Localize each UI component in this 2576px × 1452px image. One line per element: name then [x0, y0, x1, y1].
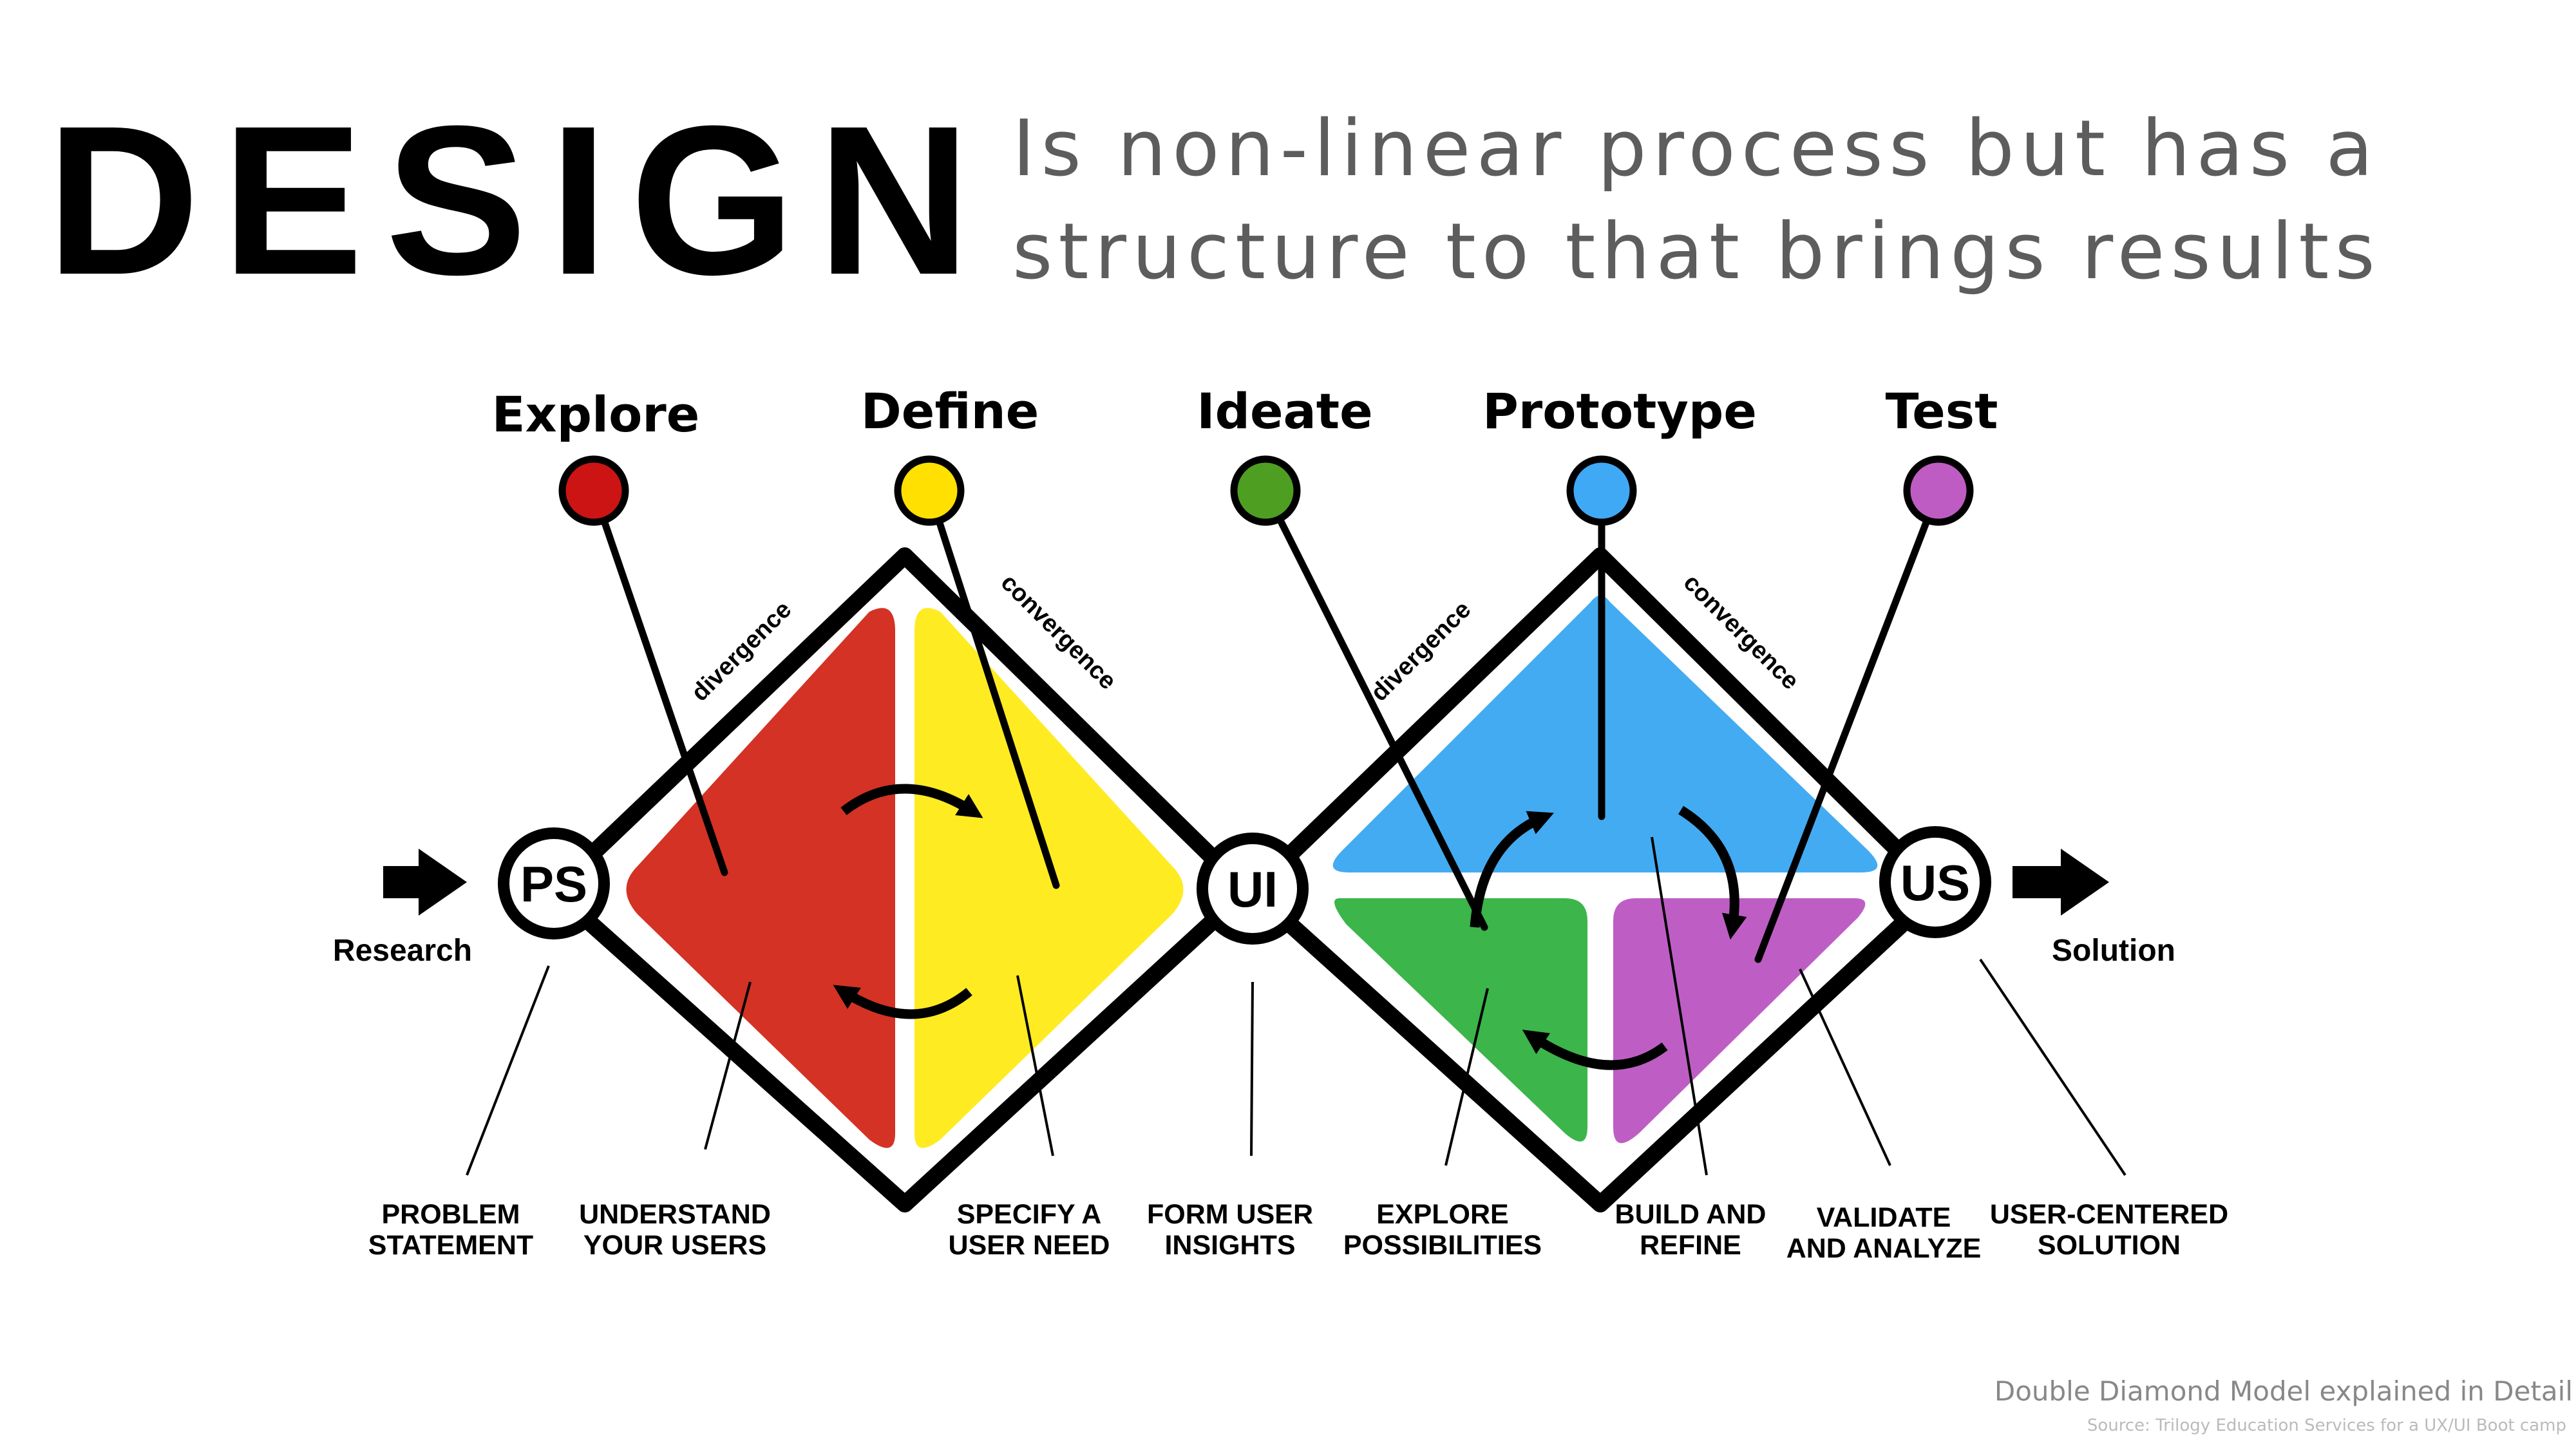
node-ps: PS [498, 827, 610, 939]
node-ps-label: PS [520, 856, 587, 912]
diamond-1-red-half [626, 608, 895, 1148]
phase-label-ideate: Ideate [1197, 382, 1372, 440]
flow-start-label: Research [333, 934, 472, 968]
node-ui-label: UI [1227, 861, 1278, 918]
diamond-1-outline [545, 547, 1255, 1212]
page-subtitle-line-2: structure to that brings results [1012, 207, 2381, 297]
phase-label-test: Test [1886, 382, 1998, 440]
flow-end-label: Solution [2052, 934, 2175, 968]
phase-dot-ideate [1230, 455, 1301, 526]
cycle-arrow-down-icon [1678, 806, 1747, 940]
phase-dots [558, 455, 1974, 526]
diamond-2-purple-section [1613, 898, 1866, 1144]
cycle-arrow-right-icon [840, 784, 983, 818]
phase-label-explore: Explore [492, 386, 700, 443]
phase-dot-prototype [1566, 455, 1637, 526]
phase-pointer-lines [590, 487, 1942, 963]
leader-lines [466, 836, 2126, 1176]
phase-dot-explore [558, 455, 629, 526]
node-ui: UI [1197, 833, 1309, 945]
cycle-arrow-left-icon [833, 985, 972, 1019]
phase-label-prototype: Prototype [1482, 382, 1757, 440]
page-subtitle-line-1: Is non-linear process but has a [1012, 104, 2379, 194]
footer-source: Source: Trilogy Education Services for a… [2087, 1416, 2566, 1435]
phase-dot-define [894, 455, 965, 526]
node-us: US [1879, 826, 1991, 938]
research-arrow [383, 849, 467, 916]
solution-arrow [2012, 849, 2109, 916]
diamond-2-green-section [1334, 898, 1587, 1142]
phase-label-define: Define [861, 382, 1039, 440]
footer-caption: Double Diamond Model explained in Detail [1994, 1375, 2573, 1407]
cycle-arrow-back-icon [1522, 1030, 1668, 1070]
node-us-label: US [1900, 854, 1970, 911]
phase-dot-test [1903, 455, 1974, 526]
page-title: DESIGN [46, 81, 992, 319]
diamond-1-yellow-half [914, 608, 1184, 1148]
